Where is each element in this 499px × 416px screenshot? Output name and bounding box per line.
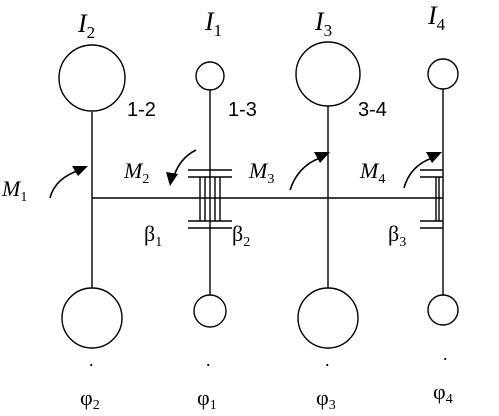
moment-arrow-1 xyxy=(49,166,88,199)
inertia-label-3: I3 xyxy=(314,7,332,40)
clutch-1 xyxy=(188,169,232,229)
svg-text:φ4: φ4 xyxy=(433,379,453,407)
disc-bottom-1 xyxy=(193,294,227,328)
svg-text:φ2: φ2 xyxy=(80,385,100,413)
svg-text:.: . xyxy=(89,350,94,370)
clutch-4 xyxy=(420,169,443,229)
moment-label-4: M4 xyxy=(359,158,385,187)
coupling-label-1-3: 1-3 xyxy=(228,99,257,121)
disc-bottom-4 xyxy=(427,294,459,326)
disc-bottom-3 xyxy=(297,287,359,349)
disc-top-2 xyxy=(58,44,126,112)
moment-label-1: M1 xyxy=(1,176,27,205)
beta-label-1: β1 xyxy=(144,221,162,250)
svg-text:.: . xyxy=(206,350,211,370)
inertia-label-1: I1 xyxy=(204,7,222,40)
beta-label-2: β2 xyxy=(232,221,250,250)
svg-text:.: . xyxy=(325,350,330,370)
inertia-label-4: I4 xyxy=(427,1,446,34)
disc-bottom-2 xyxy=(61,287,123,349)
coupling-label-1-2: 1-2 xyxy=(127,99,156,121)
moment-arrow-4 xyxy=(403,152,442,189)
moment-arrow-2 xyxy=(166,149,197,186)
disc-top-3 xyxy=(295,41,361,107)
phi-dot-label-1: . φ1 xyxy=(197,350,217,413)
phi-dot-label-2: . φ2 xyxy=(80,350,100,413)
phi-dot-label-3: . φ3 xyxy=(316,350,336,413)
disc-top-4 xyxy=(427,58,459,90)
svg-text:.: . xyxy=(443,344,448,364)
phi-dot-label-4: . φ4 xyxy=(433,344,453,407)
inertia-label-2: I2 xyxy=(77,9,95,42)
beta-label-3: β3 xyxy=(388,221,406,250)
moment-arrow-3 xyxy=(289,152,330,191)
moment-label-3: M3 xyxy=(248,158,274,187)
svg-text:φ1: φ1 xyxy=(197,385,217,413)
svg-text:φ3: φ3 xyxy=(316,385,336,413)
disc-top-1 xyxy=(195,61,225,91)
coupling-label-3-4: 3-4 xyxy=(358,99,387,121)
moment-label-2: M2 xyxy=(123,158,149,187)
